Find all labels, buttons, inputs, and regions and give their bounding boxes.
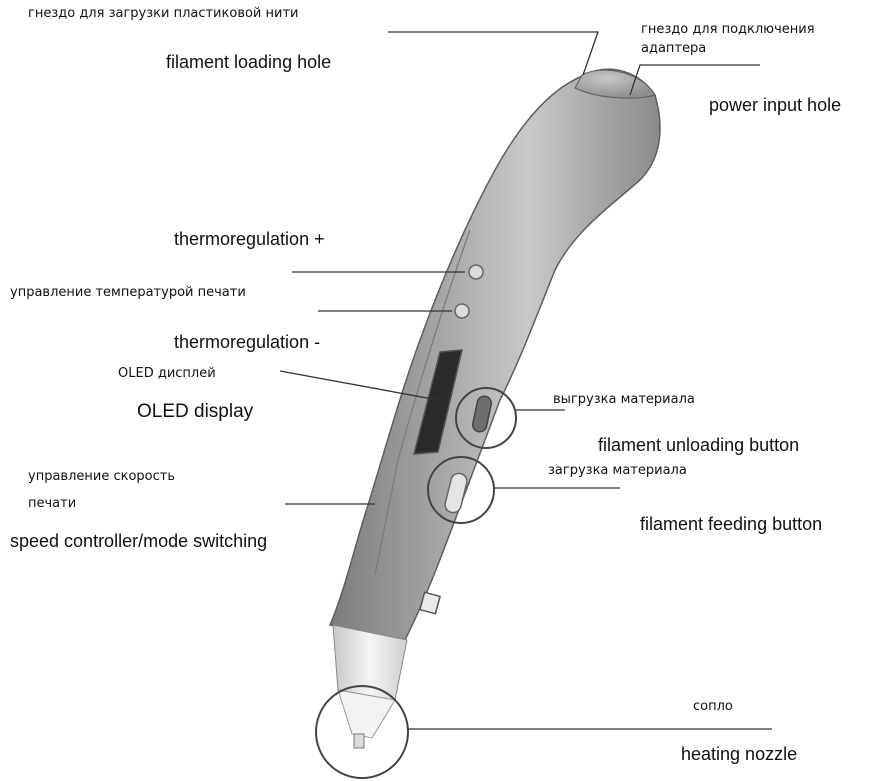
thermo-minus-button xyxy=(455,304,469,318)
nozzle-en-label: heating nozzle xyxy=(681,744,797,765)
oled-ru-label: OLED дисплей xyxy=(118,367,216,382)
mode-switch xyxy=(420,592,440,614)
filament-loading-ru-label: гнездо для загрузки пластиковой нити xyxy=(28,7,298,22)
speed-ru-label-2: печати xyxy=(28,497,76,512)
unloading-ru-label: выгрузка материала xyxy=(553,393,695,408)
feeding-ru-label: загрузка материала xyxy=(548,464,687,479)
thermo-minus-en-label: thermoregulation - xyxy=(174,332,320,353)
power-input-ru-label-1: гнездо для подключения xyxy=(641,23,815,38)
leader-filament-loading xyxy=(388,32,598,75)
feeding-en-label: filament feeding button xyxy=(640,514,822,535)
power-input-en-label: power input hole xyxy=(709,95,841,116)
speed-ru-label-1: управление скорость xyxy=(28,470,175,485)
thermo-plus-button xyxy=(469,265,483,279)
nozzle-ru-label: сопло xyxy=(693,700,733,715)
power-input-ru-label-2: адаптера xyxy=(641,42,706,57)
thermo-plus-en-label: thermoregulation + xyxy=(174,229,325,250)
speed-en-label: speed controller/mode switching xyxy=(10,531,267,552)
nozzle-point xyxy=(354,734,364,748)
filament-loading-en-label: filament loading hole xyxy=(166,52,331,73)
temp-control-ru-label: управление температурой печати xyxy=(10,286,246,301)
unloading-en-label: filament unloading button xyxy=(598,435,799,456)
oled-en-label: OLED display xyxy=(137,401,253,423)
